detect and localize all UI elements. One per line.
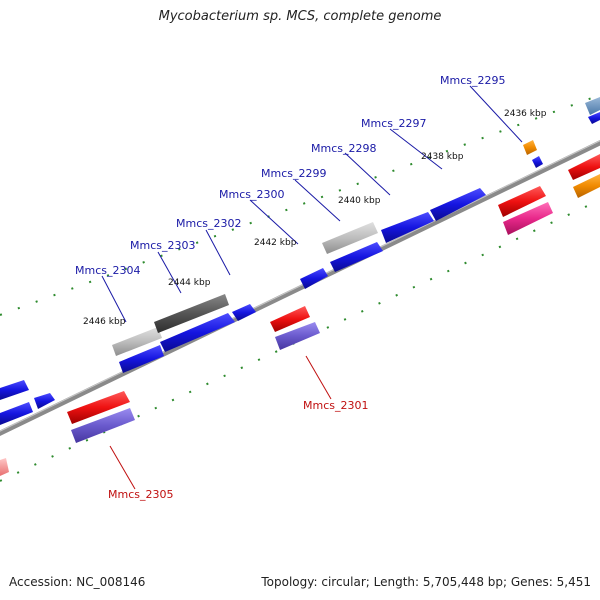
kbp-label-2438: 2438 kbp [421, 152, 464, 162]
gene-block-left-lightred[interactable] [0, 458, 9, 476]
reverse-genes [0, 154, 600, 476]
gene-block-mmcs-2303[interactable] [154, 294, 229, 333]
gene-block-mmcs-2304[interactable] [112, 327, 162, 356]
gene-block-mmcs-2305[interactable] [67, 391, 130, 424]
gene-block-right-red[interactable] [498, 186, 546, 217]
gene-block-small-fwd[interactable] [300, 268, 328, 289]
connector-mmcs-2299 [294, 179, 341, 222]
gene-label-mmcs-2305[interactable]: Mmcs_2305 [108, 488, 173, 501]
gene-label-mmcs-2301[interactable]: Mmcs_2301 [303, 399, 368, 412]
gene-label-mmcs-2298[interactable]: Mmcs_2298 [311, 142, 376, 155]
gene-label-mmcs-2300[interactable]: Mmcs_2300 [219, 188, 284, 201]
kbp-label-2436: 2436 kbp [504, 109, 547, 119]
gene-label-mmcs-2295[interactable]: Mmcs_2295 [440, 74, 505, 87]
kbp-labels: 2436 kbp 2438 kbp 2440 kbp 2442 kbp 2444… [83, 109, 547, 327]
gene-block-small-arrow[interactable] [532, 156, 543, 168]
footer-topology: Topology: circular; Length: 5,705,448 bp… [261, 575, 591, 589]
connector-mmcs-2301 [305, 355, 332, 400]
gene-block-mmcs-2298[interactable] [330, 242, 383, 272]
gene-block-right-edge-red[interactable] [568, 154, 600, 180]
gene-labels: Mmcs_2295 Mmcs_2297 Mmcs_2298 Mmcs_2299 … [75, 74, 505, 501]
gene-block-edge-top[interactable] [585, 97, 600, 115]
connector-mmcs-2303 [157, 251, 182, 294]
map-title: Mycobacterium sp. MCS, complete genome [158, 9, 442, 24]
connector-mmcs-2305 [109, 445, 136, 490]
gene-block-mmcs-2302[interactable] [160, 313, 235, 352]
gene-block-edge-top2[interactable] [588, 112, 600, 124]
gene-block-mmcs-2297[interactable] [381, 212, 434, 243]
connector-mmcs-2295 [469, 85, 523, 143]
kbp-label-2444: 2444 kbp [168, 278, 211, 288]
gene-block-left-edge-3[interactable] [34, 393, 55, 409]
gene-block-right-edge-orange[interactable] [573, 174, 600, 198]
tick-track-inner [0, 199, 600, 482]
gene-block-right-pink[interactable] [503, 202, 553, 235]
gene-block-mmcs-2296[interactable] [430, 188, 486, 221]
gene-block-left-edge-2[interactable] [0, 402, 33, 425]
kbp-label-2442: 2442 kbp [254, 238, 297, 248]
connector-mmcs-2298 [344, 152, 391, 196]
tick-track-outer [0, 94, 600, 316]
gene-label-mmcs-2297[interactable]: Mmcs_2297 [361, 117, 426, 130]
footer-accession: Accession: NC_008146 [9, 575, 146, 589]
gene-block-mmcs-2299[interactable] [322, 222, 378, 254]
genome-backbone [0, 140, 600, 436]
gene-label-mmcs-2302[interactable]: Mmcs_2302 [176, 217, 241, 230]
genome-backbone-highlight [0, 140, 600, 432]
gene-block-mmcs-2301-b[interactable] [275, 322, 320, 350]
label-connectors [101, 85, 523, 490]
gene-block-lower-left[interactable] [119, 345, 164, 373]
forward-genes [0, 97, 600, 425]
connector-mmcs-2297 [389, 128, 443, 170]
connector-mmcs-2302 [205, 229, 231, 276]
gene-block-mmcs-2305-b[interactable] [71, 408, 135, 443]
kbp-label-2446: 2446 kbp [83, 317, 126, 327]
gene-label-mmcs-2299[interactable]: Mmcs_2299 [261, 167, 326, 180]
gene-block-mmcs-2300[interactable] [232, 304, 256, 321]
connector-mmcs-2304 [101, 275, 127, 323]
gene-block-left-edge-1[interactable] [0, 380, 29, 400]
gene-block-mmcs-2295[interactable] [523, 140, 537, 155]
connector-mmcs-2300 [249, 199, 299, 245]
kbp-label-2440: 2440 kbp [338, 196, 381, 206]
gene-label-mmcs-2303[interactable]: Mmcs_2303 [130, 239, 195, 252]
gene-label-mmcs-2304[interactable]: Mmcs_2304 [75, 264, 140, 277]
gene-block-mmcs-2301[interactable] [270, 306, 310, 332]
